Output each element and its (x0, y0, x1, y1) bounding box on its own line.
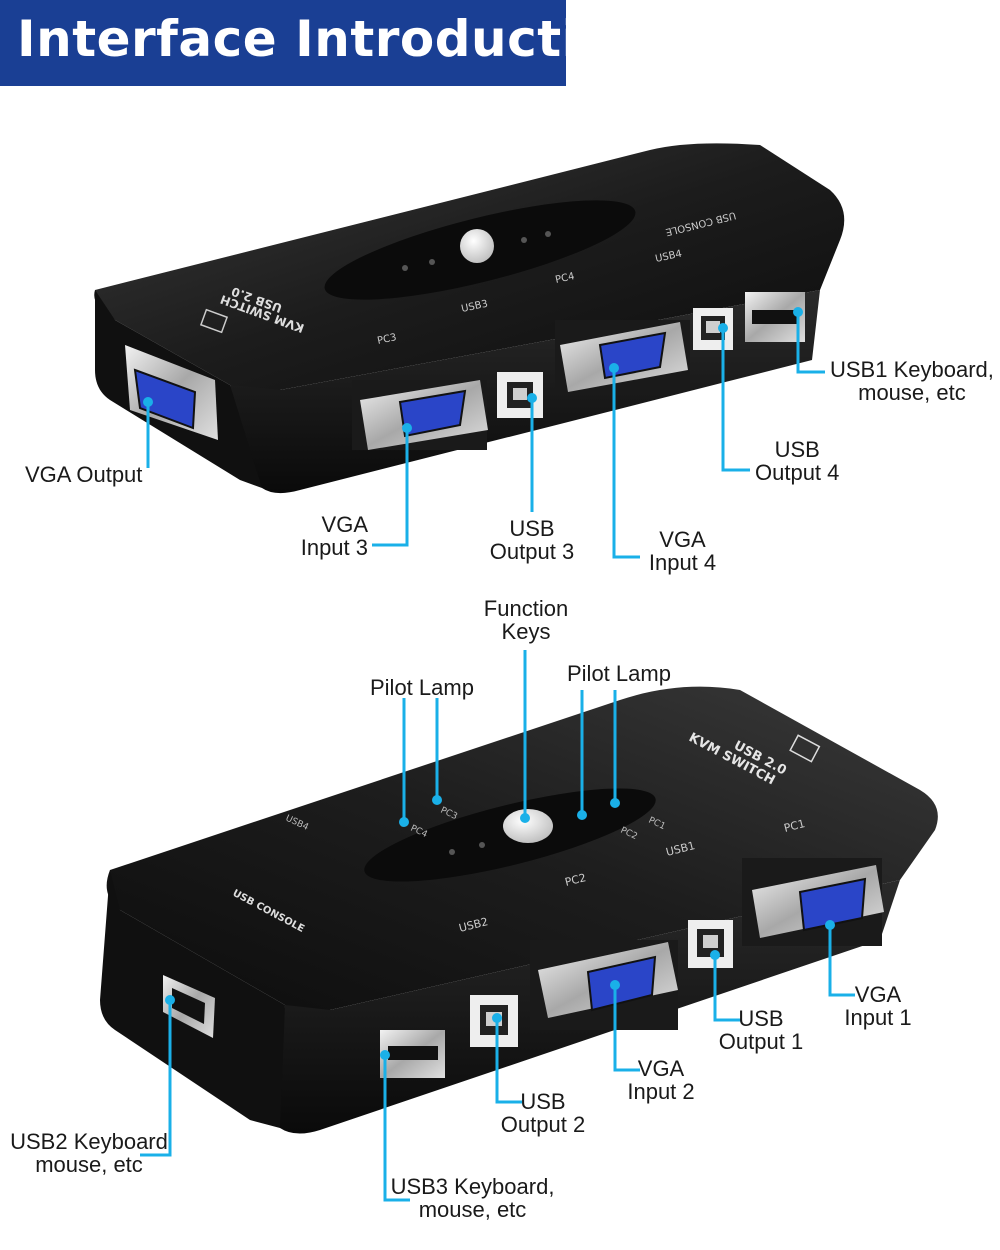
callout-function-keys: Function Keys (483, 596, 569, 644)
function-key-button (503, 809, 553, 843)
callout-lines-bottom (140, 650, 855, 1202)
callout-pilot-lamp-right: Pilot Lamp (567, 661, 671, 686)
pilot-lamp (479, 842, 485, 848)
callout-usb1-keyboard: USB1 Keyboard, mouse, etc (830, 357, 994, 405)
callout-dots-top (143, 307, 803, 433)
callout-usb3-keyboard: USB3 Keyboard, mouse, etc (390, 1174, 555, 1222)
monitor-icon (199, 308, 229, 334)
pilot-lamp (429, 259, 435, 265)
callout-vga-output: VGA Output (25, 462, 143, 487)
callout-usb-output-1: USB Output 1 (718, 1006, 804, 1054)
pilot-lamp (402, 265, 408, 271)
vga-input-4-port (555, 320, 690, 392)
vga-output-port (125, 345, 218, 440)
usb-output-1-port (688, 920, 733, 968)
pilot-lamp (521, 237, 527, 243)
vga-input-3-port (352, 380, 488, 450)
usb2-keyboard-port (163, 975, 215, 1038)
usb1-keyboard-port (745, 292, 805, 342)
callout-vga-input-1: VGA Input 1 (844, 982, 912, 1030)
port-label-usb3: USB3 (460, 299, 489, 315)
monitor-icon (789, 734, 821, 763)
port-label-pc3: PC3 (376, 332, 397, 347)
vga-input-2-port (530, 940, 678, 1030)
pilot-lamp (545, 231, 551, 237)
port-label-usb4: USB4 (654, 249, 683, 265)
port-label-pc1: PC1 (783, 817, 807, 835)
vga-input-1-port (742, 858, 884, 946)
port-label-pc4: PC4 (554, 271, 575, 286)
function-key-button (460, 229, 494, 263)
callout-usb-output-4: USB Output 4 (755, 437, 840, 485)
callout-lines-top (146, 312, 825, 559)
callout-vga-input-2: VGA Input 2 (627, 1056, 695, 1104)
pilot-lamp (449, 849, 455, 855)
port-label-pc2: PC2 (564, 871, 588, 889)
title-banner: Interface Introduction (0, 0, 650, 86)
page-title: Interface Introduction (17, 10, 651, 68)
callout-usb-output-3: USB Output 3 (489, 516, 575, 564)
callout-usb-output-2: USB Output 2 (500, 1089, 586, 1137)
callout-vga-input-4: VGA Input 4 (648, 527, 717, 575)
kvm-switch-top-view: USB CONSOLE USB 2.0 KVM SWITCH PC3 USB3 … (94, 143, 845, 559)
callout-dots-bottom (165, 795, 835, 1060)
usb3-keyboard-port (380, 1030, 445, 1078)
callout-vga-input-3: VGA Input 3 (300, 512, 368, 560)
callout-usb2-keyboard: USB2 Keyboard mouse, etc (10, 1129, 168, 1177)
callout-pilot-lamp-left: Pilot Lamp (370, 675, 474, 700)
